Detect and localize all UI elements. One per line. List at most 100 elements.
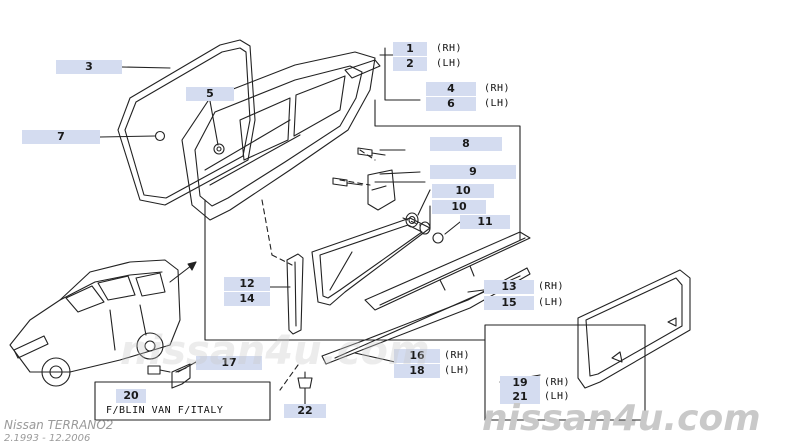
window-glass-3	[117, 39, 256, 206]
side-label-6-lh: (LH)	[484, 98, 511, 109]
pillar-trim-12-14	[286, 253, 304, 335]
callout-19[interactable]: 19	[500, 376, 540, 390]
pillar-trim-line	[294, 261, 297, 327]
callout-2[interactable]: 2	[393, 57, 427, 71]
callout-14[interactable]: 14	[224, 292, 270, 306]
frame-pane-right	[293, 75, 346, 137]
bolt-8-shaft	[371, 152, 386, 156]
frame-rib-2	[209, 134, 301, 186]
callout-10b[interactable]: 10	[432, 200, 486, 214]
callout-20[interactable]: 20	[116, 389, 146, 403]
window-frame-4-6	[181, 51, 376, 221]
hinge-9-line	[371, 185, 387, 191]
callout-22[interactable]: 22	[284, 404, 326, 418]
vehicle-roofline	[59, 271, 163, 301]
callout-6[interactable]: 6	[426, 97, 476, 111]
callout-3[interactable]: 3	[56, 60, 122, 74]
side-label-19-rh: (RH)	[544, 377, 571, 388]
moulding-1-2	[344, 59, 381, 79]
vehicle-windshield	[65, 285, 105, 313]
bolt-8	[357, 147, 373, 157]
vehicle-wheel-front	[41, 357, 71, 387]
side-label-15-lh: (LH)	[538, 297, 565, 308]
frame-pane-left	[239, 97, 291, 161]
guide-6	[279, 364, 299, 391]
callout-1[interactable]: 1	[393, 42, 427, 56]
callout-15[interactable]: 15	[484, 296, 534, 310]
callout-21[interactable]: 21	[500, 390, 540, 404]
cap-11	[432, 232, 444, 244]
panel-19-21-inner	[585, 277, 683, 377]
callout-11[interactable]: 11	[460, 215, 510, 229]
leader-5	[209, 100, 219, 146]
clip-5-center	[216, 146, 222, 152]
callout-12[interactable]: 12	[224, 277, 270, 291]
box-17-20	[94, 381, 271, 421]
window-frame-4-6-inner	[194, 65, 363, 207]
leader-16	[354, 352, 396, 363]
vent-glass	[311, 217, 431, 306]
guide-2	[271, 254, 293, 266]
window-glass-3-inner	[124, 47, 251, 199]
vehicle-door-line	[109, 309, 116, 351]
vent-glass-reflection	[329, 251, 353, 291]
leader-7	[99, 135, 156, 138]
vehicle-wheel-rear-hub	[144, 340, 156, 352]
callout-9[interactable]: 9	[430, 165, 516, 179]
fastener-7	[154, 130, 166, 142]
clip-5	[213, 143, 225, 155]
leader-10a	[417, 189, 431, 216]
footer-model: Nissan TERRANO2	[4, 418, 114, 432]
bracket-1-2	[384, 47, 421, 101]
assembly-box-left	[204, 199, 486, 341]
moulding-13-15-clip2	[469, 265, 475, 277]
bolt-20	[147, 365, 161, 375]
callout-16[interactable]: 16	[394, 349, 440, 363]
bolt-20-shaft	[159, 369, 171, 373]
vehicle-grille	[13, 335, 49, 359]
vehicle-wheel-front-hub	[49, 365, 63, 379]
watermark-corner: nissan4u.com	[482, 398, 761, 439]
leader-11	[444, 221, 461, 235]
callout-8[interactable]: 8	[430, 137, 502, 151]
side-label-1-rh: (RH)	[436, 43, 463, 54]
side-label-18-lh: (LH)	[444, 365, 471, 376]
vehicle-window-2	[135, 272, 166, 297]
guide-1	[261, 199, 273, 256]
moulding-16-18	[321, 267, 531, 365]
callout-10a[interactable]: 10	[432, 184, 494, 198]
vehicle-wheel-rear	[136, 332, 164, 360]
bracket-4-6	[374, 99, 521, 241]
side-label-2-lh: (LH)	[436, 58, 463, 69]
side-label-4-rh: (RH)	[484, 83, 511, 94]
side-label-21-lh: (LH)	[544, 391, 571, 402]
moulding-13-15-clip1	[439, 279, 446, 291]
callout-18[interactable]: 18	[394, 364, 440, 378]
side-label-16-rh: (RH)	[444, 350, 471, 361]
callout-4[interactable]: 4	[426, 82, 476, 96]
variant-note: F/BLIN VAN F/ITALY	[106, 405, 224, 416]
callout-13[interactable]: 13	[484, 280, 534, 294]
bolt-9-shaft	[346, 182, 363, 186]
vehicle-arrow-head	[187, 261, 197, 271]
leader-9	[379, 171, 421, 175]
moulding-13-15	[364, 231, 531, 311]
callout-5[interactable]: 5	[186, 87, 234, 101]
box-19-21	[484, 324, 646, 421]
clip-22	[297, 377, 313, 389]
callout-17[interactable]: 17	[196, 356, 262, 370]
vent-glass-inner	[319, 224, 423, 299]
callout-7[interactable]: 7	[22, 130, 100, 144]
guide-4	[339, 179, 371, 186]
bolt-9	[332, 177, 348, 187]
panel-19-21	[577, 269, 691, 389]
frame-rib-1	[204, 119, 291, 171]
panel-detail	[667, 317, 677, 327]
leader-3	[121, 66, 171, 69]
bracket-17	[171, 363, 191, 389]
footer-dates: 2.1993 - 12.2006	[4, 433, 91, 444]
moulding-13-15-line	[379, 237, 526, 306]
bracket-17-line	[175, 367, 187, 373]
vehicle-window-1	[97, 275, 136, 301]
